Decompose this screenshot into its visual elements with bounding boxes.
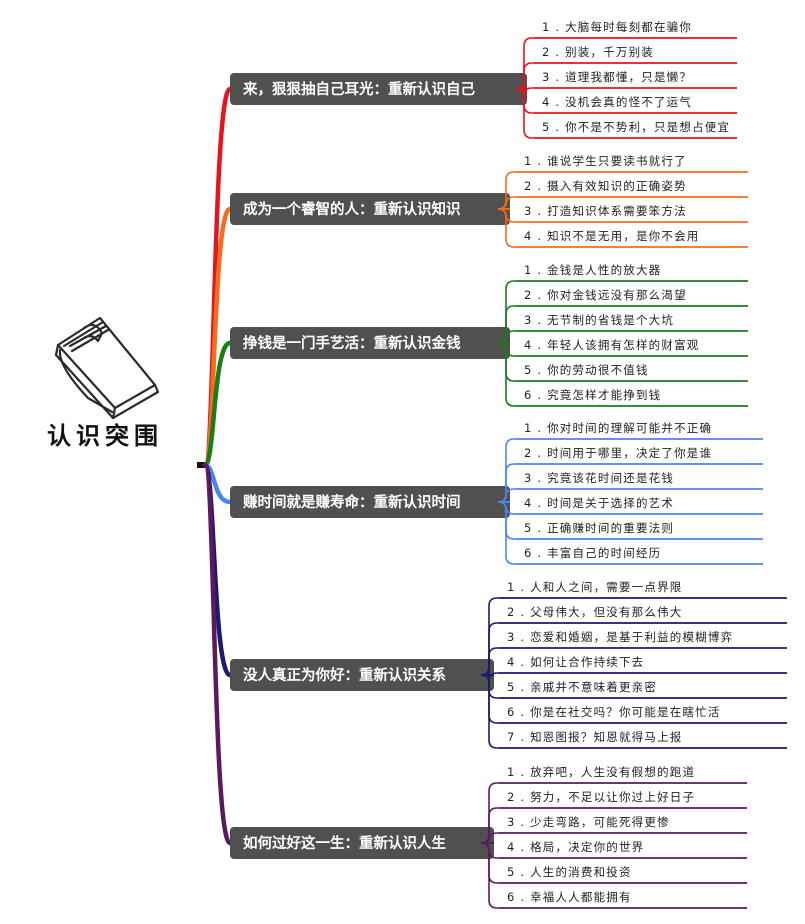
leaf-label: 6 . 丰富自己的时间经历 — [524, 546, 661, 560]
branch-label: 没人真正为你好：重新认识关系 — [243, 666, 446, 684]
branch-3: 挣钱是一门手艺活：重新认识金钱 1 . 金钱是人性的放大器 2 . 你对金钱远没有那… — [202, 263, 748, 468]
branch-5: 没人真正为你好：重新认识关系 1 . 人和人之间，需要一点界限 2 . 父母伟大，但… — [202, 462, 787, 749]
leaf-item[interactable]: 6 . 幸福人人都能拥有 — [480, 842, 747, 909]
leaf-label: 5 . 正确赚时间的重要法则 — [524, 521, 674, 535]
branch-node[interactable]: 来，狠狠抽自己耳光：重新认识自己 — [230, 73, 527, 105]
leaf-item[interactable]: 4 . 年轻人该拥有怎样的财富观 — [497, 338, 748, 357]
branch-4: 赚时间就是赚寿命：重新认识时间 1 . 你对时间的理解可能并不正确 2 . 时间用于… — [202, 421, 763, 565]
leaf-label: 6 . 幸福人人都能拥有 — [507, 890, 632, 904]
leaf-item[interactable]: 1 . 放弃吧，人生没有假想的跑道 — [480, 765, 747, 844]
branch-node-box — [230, 193, 510, 225]
branch-2: 成为一个睿智的人：重新认识知识 1 . 谁说学生只要读书就行了 2 . 摄入有效知识… — [202, 154, 748, 468]
branch-label: 挣钱是一门手艺活：重新认识金钱 — [243, 334, 461, 352]
leaf-connector — [480, 842, 499, 909]
leaf-item[interactable]: 5 . 亲戚并不意味着更亲密 — [480, 674, 787, 699]
leaf-item[interactable]: 4 . 时间是关于选择的艺术 — [497, 496, 763, 515]
leaf-label: 1 . 金钱是人性的放大器 — [524, 263, 661, 277]
leaf-item[interactable]: 6 . 究竟怎样才能挣到钱 — [497, 342, 748, 407]
leaf-item[interactable]: 3 . 少走弯路，可能死得更惨 — [480, 815, 747, 844]
leaf-label: 1 . 你对时间的理解可能并不正确 — [524, 421, 712, 435]
branches: 来，狠狠抽自己耳光：重新认识自己 1 . 大脑每时每刻都在骗你 2 . 别装，千万别… — [202, 20, 787, 909]
leaf-label: 5 . 你的劳动很不值钱 — [524, 363, 649, 377]
branch-node[interactable]: 没人真正为你好：重新认识关系 — [230, 659, 494, 691]
leaf-label: 3 . 恋爱和婚姻，是基于利益的模糊博弈 — [507, 630, 733, 644]
leaf-label: 2 . 父母伟大，但没有那么伟大 — [507, 605, 682, 619]
leaf-item[interactable]: 4 . 知识不是无用，是你不会用 — [497, 208, 748, 248]
branch-node-box — [230, 659, 494, 691]
leaf-label: 2 . 努力，不足以让你过上好日子 — [507, 790, 695, 804]
leaf-connector — [497, 342, 516, 407]
leaf-label: 5 . 你不是不势利，只是想占便宜 — [542, 120, 730, 134]
leaf-label: 4 . 时间是关于选择的艺术 — [524, 496, 674, 510]
branch-label: 成为一个睿智的人：重新认识知识 — [243, 200, 461, 218]
leaf-connector — [480, 674, 499, 749]
root-title: 认识突围 — [47, 421, 163, 450]
leaf-connector — [497, 208, 516, 248]
branch-label: 来，狠狠抽自己耳光：重新认识自己 — [242, 80, 475, 98]
branch-6: 如何过好这一生：重新认识人生 1 . 放弃吧，人生没有假想的跑道 2 . 努力，不足… — [202, 462, 747, 909]
leaf-item[interactable]: 6 . 丰富自己的时间经历 — [497, 501, 763, 565]
leaf-label: 2 . 别装，千万别装 — [542, 45, 654, 59]
leaf-item[interactable]: 3 . 打造知识体系需要笨方法 — [497, 204, 748, 223]
leaf-item[interactable]: 1 . 大脑每时每刻都在骗你 — [515, 20, 737, 90]
leaf-label: 6 . 究竟怎样才能挣到钱 — [524, 388, 661, 402]
leaf-item[interactable]: 4 . 如何让合作持续下去 — [480, 655, 787, 682]
leaf-label: 3 . 无节制的省钱是个大坑 — [524, 313, 674, 327]
leaf-label: 4 . 没机会真的怪不了运气 — [542, 95, 692, 109]
branch-node[interactable]: 挣钱是一门手艺活：重新认识金钱 — [230, 327, 510, 359]
leaf-item[interactable]: 3 . 恋爱和婚姻，是基于利益的模糊博弈 — [480, 630, 787, 676]
leaf-label: 4 . 如何让合作持续下去 — [507, 655, 644, 669]
leaf-connector — [497, 501, 516, 565]
leaf-label: 2 . 时间用于哪里，决定了你是谁 — [524, 446, 712, 460]
branch-connector — [202, 340, 233, 468]
leaf-label: 1 . 人和人之间，需要一点界限 — [507, 580, 682, 594]
branch-node[interactable]: 如何过好这一生：重新认识人生 — [230, 827, 494, 859]
leaf-label: 6 . 你是在社交吗？你可能是在瞎忙活 — [507, 705, 721, 719]
branch-node[interactable]: 赚时间就是赚寿命：重新认识时间 — [230, 486, 510, 518]
leaf-label: 3 . 少走弯路，可能死得更惨 — [507, 815, 670, 829]
branch-node[interactable]: 成为一个睿智的人：重新认识知识 — [230, 193, 510, 225]
branch-connector — [202, 462, 233, 846]
leaf-label: 4 . 知识不是无用，是你不会用 — [524, 229, 699, 243]
branch-node-box — [230, 327, 510, 359]
branch-label: 如何过好这一生：重新认识人生 — [243, 834, 446, 852]
leaf-label: 4 . 格局，决定你的世界 — [507, 840, 644, 854]
leaf-label: 1 . 谁说学生只要读书就行了 — [524, 154, 687, 168]
leaf-label: 1 . 大脑每时每刻都在骗你 — [542, 20, 692, 34]
leaf-item[interactable]: 4 . 没机会真的怪不了运气 — [515, 88, 737, 114]
leaf-label: 3 . 究竟该花时间还是花钱 — [524, 471, 674, 485]
branch-1: 来，狠狠抽自己耳光：重新认识自己 1 . 大脑每时每刻都在骗你 2 . 别装，千万别… — [202, 20, 737, 468]
leaf-item[interactable]: 1 . 谁说学生只要读书就行了 — [497, 154, 748, 210]
branch-label: 赚时间就是赚寿命：重新认识时间 — [242, 493, 461, 511]
leaf-item[interactable]: 2 . 摄入有效知识的正确姿势 — [497, 179, 748, 210]
leaf-connector — [515, 88, 534, 139]
book-icon — [54, 316, 160, 420]
leaf-item[interactable]: 7 . 知恩图报？知恩就得马上报 — [480, 674, 787, 749]
leaf-item[interactable]: 4 . 格局，决定你的世界 — [480, 840, 747, 859]
leaf-label: 3 . 打造知识体系需要笨方法 — [524, 204, 687, 218]
leaf-label: 5 . 亲戚并不意味着更亲密 — [507, 680, 657, 694]
branch-node-box — [230, 486, 510, 518]
leaf-item[interactable]: 2 . 努力，不足以让你过上好日子 — [480, 790, 747, 844]
leaf-label: 5 . 人生的消费和投资 — [507, 865, 632, 879]
leaf-item[interactable]: 2 . 时间用于哪里，决定了你是谁 — [497, 446, 763, 503]
leaf-item[interactable]: 3 . 道理我都懂，只是懒？ — [515, 70, 737, 97]
branch-node-box — [230, 73, 527, 105]
leaf-item[interactable]: 5 . 你不是不势利，只是想占便宜 — [515, 88, 737, 139]
leaf-label: 7 . 知恩图报？知恩就得马上报 — [507, 730, 682, 744]
leaf-label: 3 . 道理我都懂，只是懒？ — [542, 70, 692, 84]
branch-node-box — [230, 827, 494, 859]
leaf-label: 1 . 放弃吧，人生没有假想的跑道 — [507, 765, 695, 779]
leaf-label: 2 . 摄入有效知识的正确姿势 — [524, 179, 687, 193]
leaf-label: 2 . 你对金钱远没有那么渴望 — [524, 288, 687, 302]
leaf-label: 4 . 年轻人该拥有怎样的财富观 — [524, 338, 699, 352]
